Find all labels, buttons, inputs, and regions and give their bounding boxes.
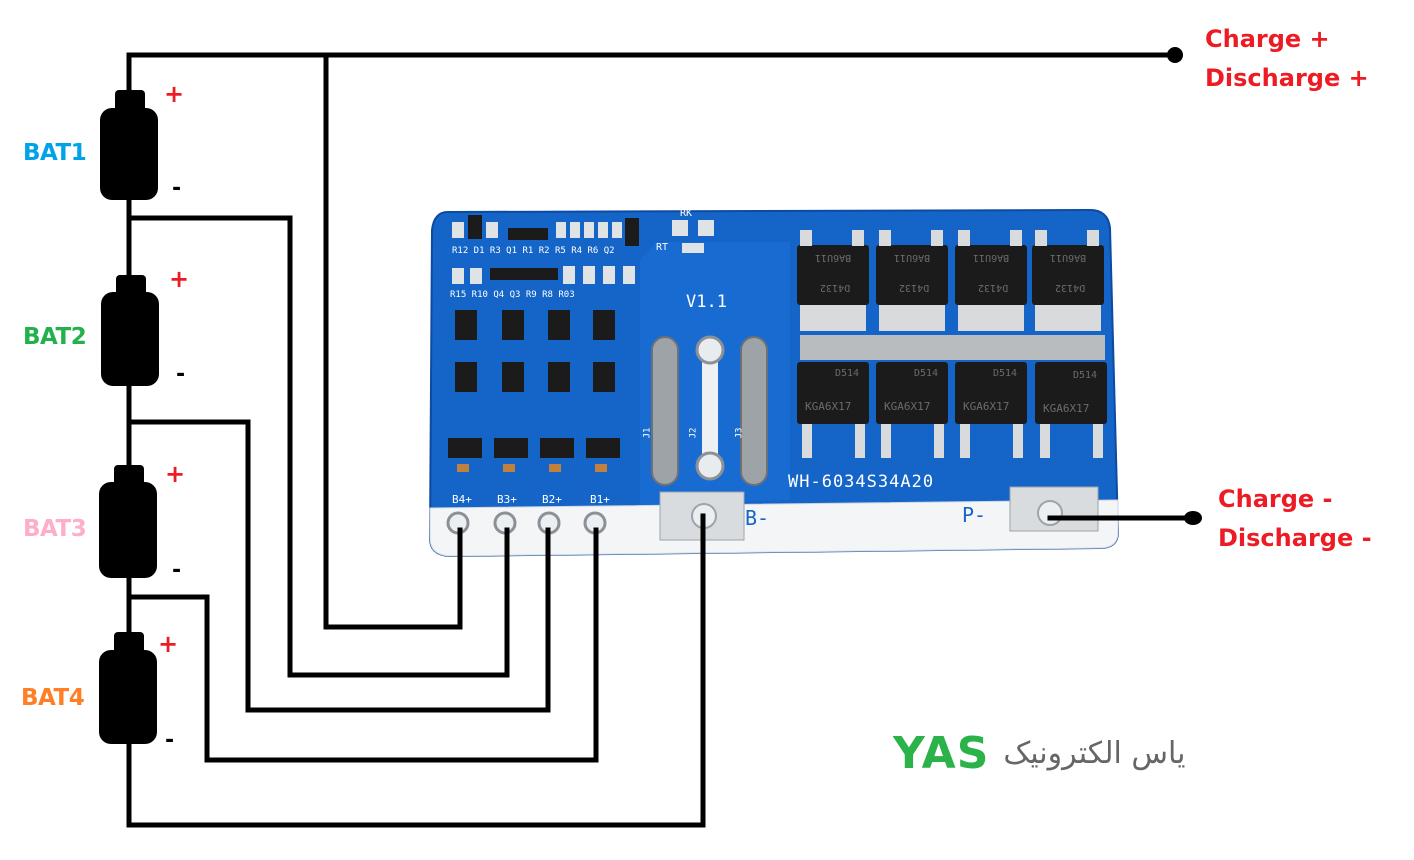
battery-bat2 (101, 275, 159, 386)
bms-board (428, 208, 1120, 558)
yas-logo: YAS یاس الکترونیک (893, 728, 1185, 779)
pad-b4-label: B4+ (452, 493, 472, 506)
discharge-minus-line2: Discharge - (1218, 524, 1372, 552)
board-version: V1.1 (686, 292, 727, 312)
mosfet1-top-mark: BA6U11 (815, 252, 852, 263)
p-minus-label: P- (962, 503, 987, 527)
j2-label: J2 (688, 427, 699, 439)
bat1-minus: - (172, 176, 182, 201)
mosfet2-top-mark: BA6U11 (894, 252, 931, 263)
j1-label: J1 (642, 427, 653, 439)
charge-minus-terminal (1184, 511, 1202, 525)
mosfet8-mark: D514 (1073, 370, 1098, 381)
battery-bat1 (100, 90, 158, 200)
mosfet5-mark: D514 (835, 368, 860, 379)
b-minus-label: B- (745, 506, 770, 530)
capacitors (457, 464, 607, 472)
resistor-pads (452, 220, 714, 284)
bat4-minus: - (165, 728, 175, 753)
bat1-label: BAT1 (23, 140, 87, 166)
mosfet4-top-mark: BA6U11 (1050, 252, 1087, 263)
bat4-plus: + (158, 630, 179, 658)
logo-persian-text: یاس الکترونیک (1003, 736, 1186, 771)
battery-bat3 (99, 465, 157, 578)
charge-plus-label: Charge + Discharge + (1205, 20, 1369, 98)
rt-label: RT (656, 242, 669, 253)
bat3-minus: - (172, 558, 182, 583)
pad-b2-label: B2+ (542, 493, 562, 506)
mosfet-row-top (797, 230, 1104, 331)
discharge-plus-line2: Discharge + (1205, 64, 1369, 92)
mosfet4-top-code: D4132 (1055, 282, 1086, 293)
mosfet-row-bottom (797, 362, 1107, 458)
busbar (800, 335, 1105, 360)
charge-plus-line1: Charge + (1205, 25, 1330, 53)
wire-b1-plus (126, 527, 599, 763)
rk-label: RK (680, 208, 693, 219)
balance-pads (446, 511, 607, 535)
logic-components (448, 215, 639, 458)
mosfet8-code: KGA6X17 (1043, 402, 1090, 415)
bat1-plus: + (164, 80, 185, 108)
logo-brand: YAS (893, 728, 990, 779)
battery-symbols (99, 90, 159, 744)
wire-b2-plus (126, 419, 551, 713)
mosfet3-top-mark: BA6U11 (973, 252, 1010, 263)
mosfet6-code: KGA6X17 (884, 400, 931, 413)
silk-row1: R12 D1 R3 Q1 R1 R2 R5 R4 R6 Q2 (452, 246, 615, 256)
wire-b-minus (126, 513, 706, 828)
charge-plus-terminal (1167, 47, 1183, 63)
charge-minus-line1: Charge - (1218, 485, 1333, 513)
bat3-plus: + (165, 460, 186, 488)
mosfet6-mark: D514 (914, 368, 939, 379)
j3-label: J3 (734, 427, 745, 439)
pad-b3-label: B3+ (497, 493, 517, 506)
jumpers (651, 335, 768, 486)
bat3-label: BAT3 (23, 516, 87, 542)
battery-bat4 (99, 632, 157, 744)
wire-b3-plus (126, 215, 510, 678)
mosfet7-code: KGA6X17 (963, 400, 1010, 413)
pad-b1-label: B1+ (590, 493, 610, 506)
charge-minus-label: Charge - Discharge - (1218, 480, 1372, 558)
silk-row2: R15 R10 Q4 Q3 R9 R8 R03 (450, 290, 575, 300)
bat2-label: BAT2 (23, 324, 87, 350)
mosfet1-top-code: D4132 (820, 282, 851, 293)
mosfet5-code: KGA6X17 (805, 400, 852, 413)
board-model: WH-6034S34A20 (788, 472, 935, 492)
wire-b4-plus (323, 52, 463, 630)
bat4-label: BAT4 (21, 685, 85, 711)
bat2-minus: - (176, 362, 186, 387)
bat2-plus: + (169, 265, 190, 293)
mosfet7-mark: D514 (993, 368, 1018, 379)
mosfet3-top-code: D4132 (978, 282, 1009, 293)
mosfet2-top-code: D4132 (899, 282, 930, 293)
